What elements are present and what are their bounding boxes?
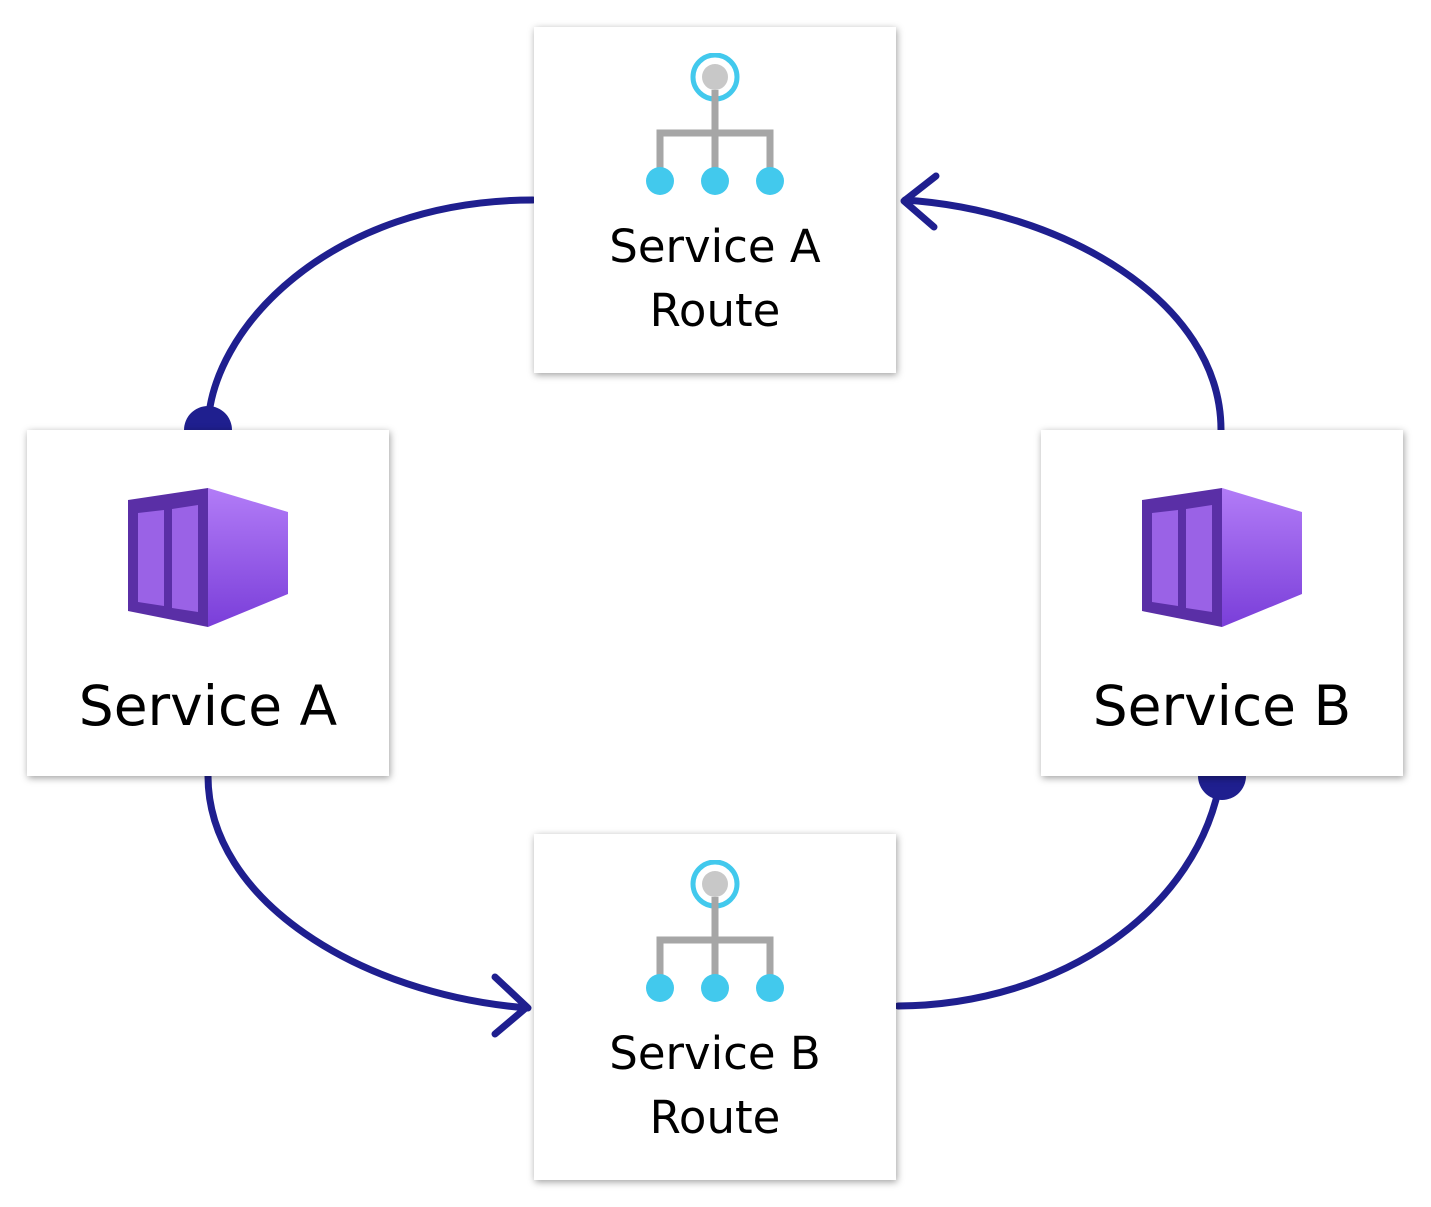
container-app-icon [1142, 488, 1302, 627]
container-app-icon [128, 488, 288, 627]
connector-service-a-to-route-a [204, 196, 537, 434]
node-label-line1: Service B [609, 1027, 821, 1080]
service-a-node[interactable]: Service A [27, 430, 389, 776]
connector-service-b-to-route-a [901, 196, 1225, 434]
service-a-route-node[interactable]: Service A Route [534, 27, 896, 373]
node-label-line2: Route [649, 1091, 781, 1144]
connector-service-a-to-route-b [204, 772, 532, 1012]
connector-arrowhead [900, 172, 940, 231]
service-b-route-node[interactable]: Service B Route [534, 834, 896, 1180]
route-network-icon [646, 860, 784, 1002]
node-label-line1: Service A [609, 220, 821, 273]
node-label: Service A [78, 674, 338, 738]
route-network-icon [646, 53, 784, 195]
service-b-node[interactable]: Service B [1041, 430, 1403, 776]
node-label: Service B [1092, 674, 1352, 738]
connector-arrowhead [491, 973, 531, 1038]
node-label-line2: Route [649, 284, 781, 337]
connector-service-b-to-route-b [894, 772, 1225, 1010]
